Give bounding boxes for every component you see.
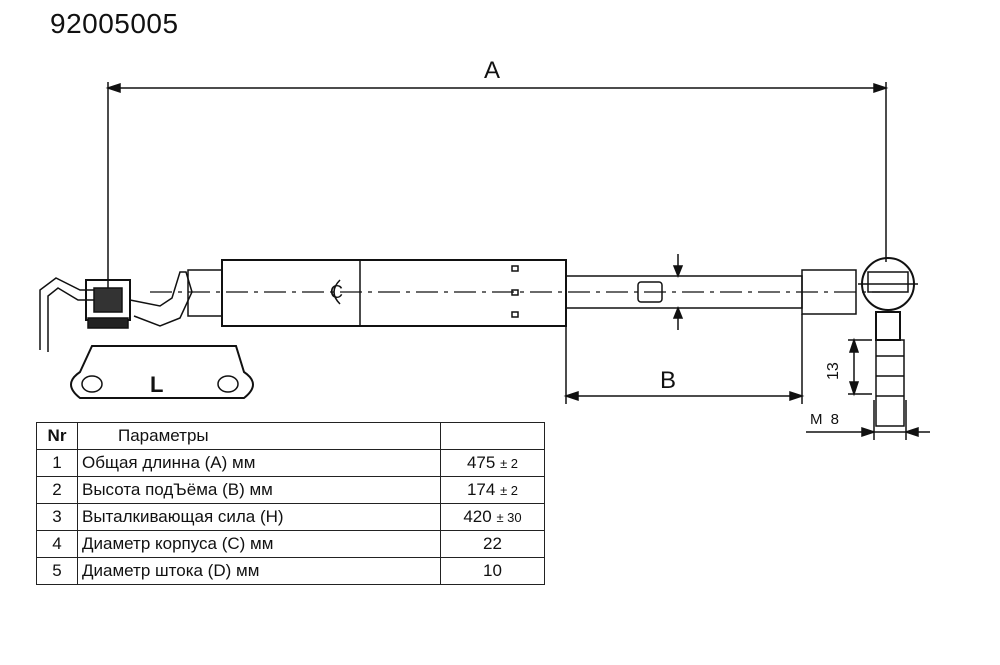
value-number: 420 (463, 507, 492, 526)
row-value: 420 ± 30 (440, 503, 545, 531)
left-bracket (39, 277, 100, 352)
table-row: 1 Общая длинна (A) мм 475 ± 2 (36, 449, 545, 477)
header-value (440, 422, 545, 450)
table-row: 5 Диаметр штока (D) мм 10 (36, 557, 545, 585)
strut-neck (187, 269, 223, 317)
value-number: 174 (466, 480, 496, 499)
table-row: 3 Выталкивающая сила (H) 420 ± 30 (36, 503, 545, 531)
row-name: Высота подЪёма (B) мм (77, 476, 441, 504)
dim-a-label: A (484, 57, 500, 84)
table-row: 2 Высота подЪёма (B) мм 174 ± 2 (36, 476, 545, 504)
row-nr: 4 (36, 530, 78, 558)
value-number: 10 (483, 561, 502, 580)
dim-c-label: C (330, 282, 343, 302)
parameters-table: Nr Параметры 1 Общая длинна (A) мм 475 ±… (36, 422, 545, 585)
row-name: Общая длинна (A) мм (77, 449, 441, 477)
value-number: 22 (483, 534, 502, 553)
row-nr: 2 (36, 476, 78, 504)
cylinder-body (221, 259, 567, 327)
dim-m8-label: M 8 (810, 411, 841, 428)
value-tolerance: ± 2 (500, 456, 519, 471)
dim-13-label: 13 (825, 362, 842, 380)
value-number: 475 (466, 453, 496, 472)
row-name: Диаметр штока (D) мм (77, 557, 441, 585)
left-bracket-arm (129, 271, 193, 327)
header-nr: Nr (36, 422, 78, 450)
dim-a-arrow-left (105, 82, 121, 94)
dim-b-arrow-right (789, 390, 805, 402)
dim-a-arrow-right (873, 82, 889, 94)
row-nr: 3 (36, 503, 78, 531)
value-tolerance: ± 2 (500, 483, 519, 498)
bracket-plate (70, 345, 254, 399)
row-value: 10 (440, 557, 545, 585)
stud-bolt-thread (875, 339, 905, 427)
row-nr: 5 (36, 557, 78, 585)
header-params: Параметры (77, 422, 441, 450)
rod-end-fitting (801, 269, 857, 315)
row-name: Выталкивающая сила (H) (77, 503, 441, 531)
value-tolerance: ± 30 (496, 510, 522, 525)
row-name: Диаметр корпуса (C) мм (77, 530, 441, 558)
row-value: 475 ± 2 (440, 449, 545, 477)
table-header-row: Nr Параметры (36, 422, 545, 450)
row-nr: 1 (36, 449, 78, 477)
row-value: 174 ± 2 (440, 476, 545, 504)
dim-b-arrow-left (563, 390, 579, 402)
bracket-side-label: L (150, 372, 163, 397)
stud-bolt-nut (875, 311, 901, 341)
dim-b-label: B (660, 367, 676, 394)
part-number: 92005005 (50, 8, 179, 39)
row-value: 22 (440, 530, 545, 558)
table-row: 4 Диаметр корпуса (C) мм 22 (36, 530, 545, 558)
